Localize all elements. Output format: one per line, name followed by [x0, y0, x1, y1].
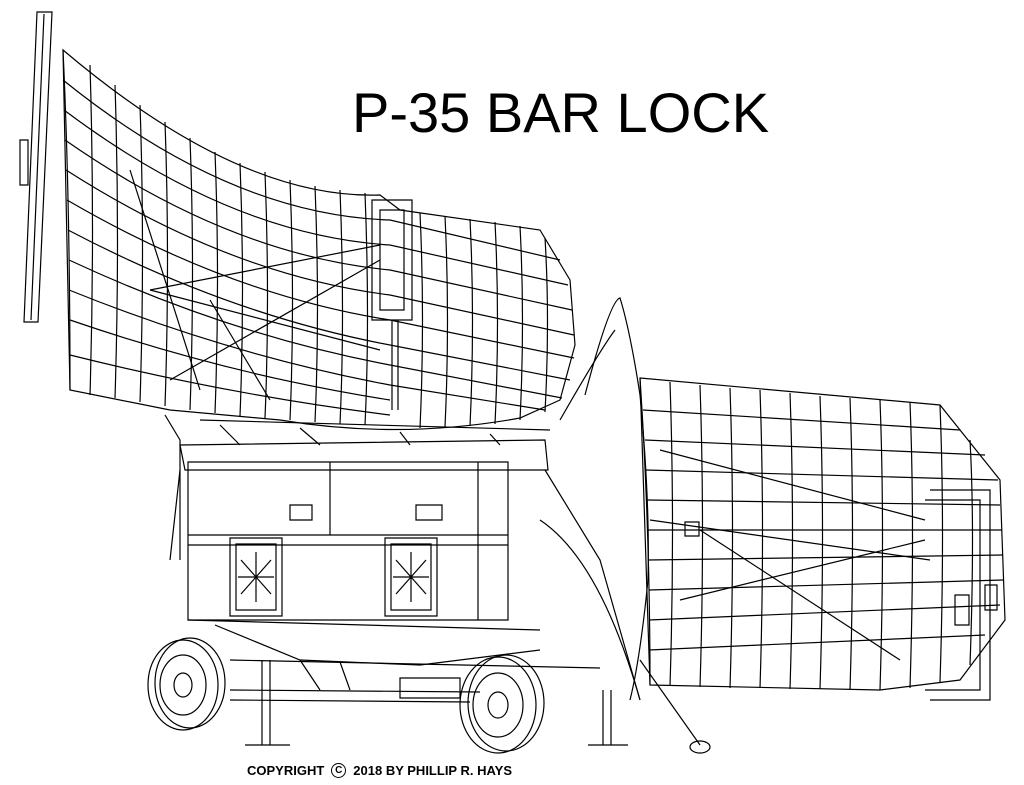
front-antenna-reflector — [540, 298, 1005, 700]
rear-left-wheel — [460, 655, 544, 753]
copyright-icon: C — [331, 763, 347, 778]
drawing-title: P-35 BAR LOCK — [352, 81, 770, 144]
rear-antenna-reflector — [20, 12, 575, 430]
right-vent — [385, 538, 437, 616]
copyright-suffix: 2018 BY PHILLIP R. HAYS — [353, 763, 513, 778]
vehicle-body — [165, 415, 600, 702]
stabilizer-jacks — [245, 660, 710, 753]
copyright-prefix: COPYRIGHT — [247, 763, 325, 778]
front-left-wheel — [148, 638, 225, 730]
left-vent — [230, 538, 282, 616]
copyright-notice: COPYRIGHT C 2018 BY PHILLIP R. HAYS — [247, 763, 512, 778]
